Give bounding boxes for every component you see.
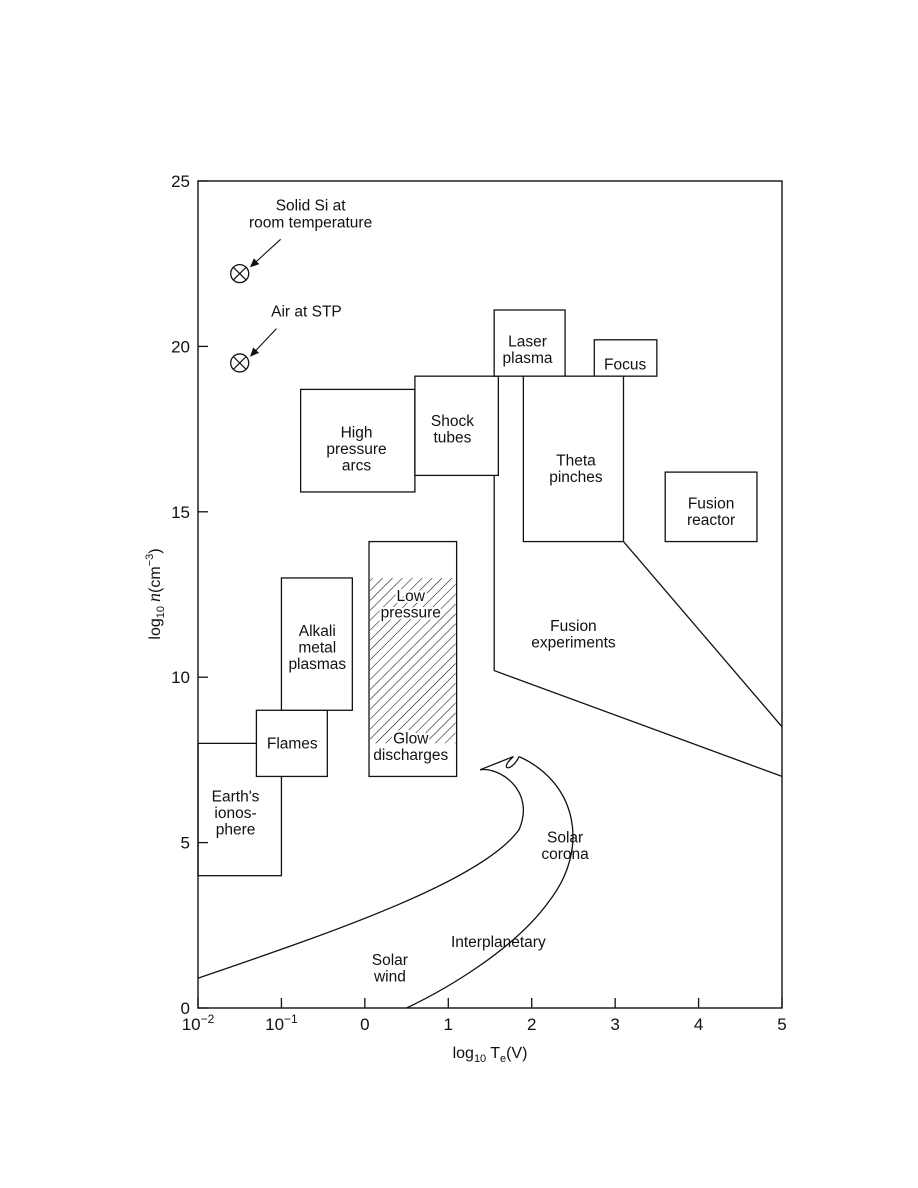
label-focus: Focus bbox=[604, 357, 646, 374]
region-box-laser-plasma bbox=[493, 309, 566, 377]
x-tick-label: 3 bbox=[610, 1015, 619, 1034]
region-box-flames bbox=[255, 709, 328, 778]
region-box-focus bbox=[593, 339, 658, 377]
label-air-at-stp: Air at STP bbox=[271, 304, 342, 321]
y-tick-label: 5 bbox=[181, 834, 190, 853]
x-tick-label: 1 bbox=[444, 1015, 453, 1034]
x-tick-label: 10−2 bbox=[182, 1012, 215, 1034]
label-flames: Flames bbox=[267, 735, 318, 752]
y-tick-label: 25 bbox=[171, 172, 190, 191]
region-box-alkali-metal-plasmas bbox=[280, 577, 353, 711]
y-tick-label: 0 bbox=[181, 999, 190, 1018]
x-axis-ticks: 10−2 10−1 0 1 2 3 4 5 bbox=[182, 998, 787, 1034]
boundaries-layer bbox=[197, 475, 783, 1009]
solar-corona-tip bbox=[479, 755, 520, 771]
arrow-solid-si-at-room-temperature bbox=[249, 238, 281, 268]
label-interplanetary: Interplanetary bbox=[451, 934, 546, 951]
x-tick-label: 2 bbox=[527, 1015, 536, 1034]
point-air-at-stp bbox=[230, 328, 277, 373]
fusion-upper-boundary bbox=[623, 541, 783, 728]
y-axis-title: log10n(cm−3) bbox=[144, 548, 167, 639]
y-axis-ticks: 0 5 10 15 20 25 bbox=[171, 172, 208, 1018]
x-tick-label: 5 bbox=[777, 1015, 786, 1034]
region-box-high-pressure-arcs bbox=[299, 388, 416, 493]
interplanetary-boundary bbox=[406, 756, 574, 1009]
region-box-theta-pinches bbox=[522, 375, 625, 543]
fusion-experiments-boundary bbox=[493, 475, 783, 778]
region-box-fusion-reactor bbox=[664, 471, 758, 543]
hatched-glow-discharge-region bbox=[370, 577, 456, 744]
arrow-air-at-stp bbox=[250, 328, 277, 357]
regions-layer bbox=[197, 309, 758, 877]
y-tick-label: 10 bbox=[171, 668, 190, 687]
points-layer bbox=[230, 238, 281, 373]
solar-wind-boundary bbox=[197, 768, 525, 979]
point-solid-si-at-room-temperature bbox=[230, 238, 281, 284]
y-tick-label: 15 bbox=[171, 503, 190, 522]
plot-frame bbox=[197, 180, 783, 1009]
x-tick-label: 4 bbox=[694, 1015, 703, 1034]
x-tick-label: 10−1 bbox=[265, 1012, 298, 1034]
region-box-shock-tubes bbox=[414, 375, 499, 477]
x-tick-label: 0 bbox=[360, 1015, 369, 1034]
y-tick-label: 20 bbox=[171, 337, 190, 356]
